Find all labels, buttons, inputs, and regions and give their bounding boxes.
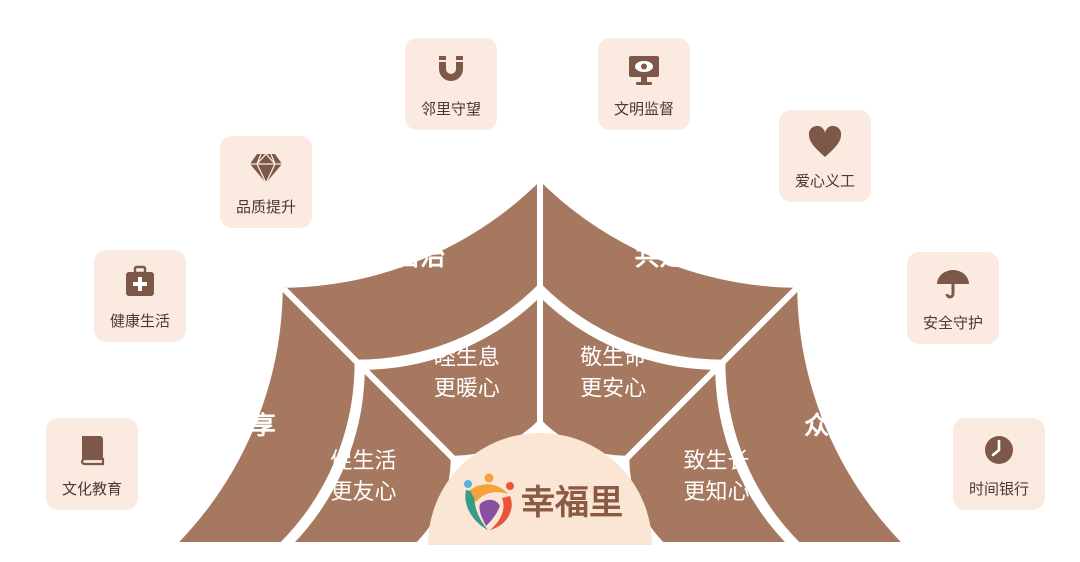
tile-label: 文化教育 <box>61 480 122 498</box>
tile-label: 爱心义工 <box>794 172 855 190</box>
inner-segment-line1: 敬生命 <box>580 346 646 371</box>
outer-segment-crowdfund <box>719 281 911 548</box>
logo-icon <box>464 473 514 530</box>
outer-segment-label: 共建 <box>635 242 685 271</box>
tile-safety-guard: 安全守护 <box>907 252 999 344</box>
inner-segment-line1: 促生活 <box>330 449 396 474</box>
tile-culture-education: 文化教育 <box>46 418 138 510</box>
tile-label: 邻里守望 <box>420 100 481 118</box>
inner-segment-line2: 更友心 <box>330 480 396 505</box>
outer-segment-label: 自治 <box>395 242 445 271</box>
tile-neighbor-watch: 邻里守望 <box>405 38 497 130</box>
inner-segment-line1: 睦生息 <box>434 346 500 371</box>
outer-segment-label: 众筹 <box>804 411 854 440</box>
magnet-icon <box>439 56 463 81</box>
tile-label: 安全守护 <box>922 314 983 332</box>
tile-healthy-living: 健康生活 <box>94 250 186 342</box>
umbrella-icon <box>937 270 969 299</box>
tile-quality-upgrade: 品质提升 <box>220 136 312 228</box>
clock-icon <box>985 436 1013 464</box>
tile-label: 文明监督 <box>613 100 674 118</box>
inner-segment-line2: 更暖心 <box>434 377 500 402</box>
tile-label: 时间银行 <box>968 480 1029 498</box>
medical-kit-icon <box>126 265 154 296</box>
monitor-eye-icon <box>629 56 659 85</box>
heart-icon <box>808 125 842 157</box>
tile-label: 品质提升 <box>235 198 296 216</box>
outer-segment-label: 分享 <box>226 411 276 440</box>
inner-segment-line2: 更安心 <box>580 377 646 402</box>
tile-civility-supervision: 文明监督 <box>598 38 690 130</box>
tile-time-bank: 时间银行 <box>953 418 1045 510</box>
inner-segment-line1: 致生长 <box>683 449 749 474</box>
tile-label: 健康生活 <box>109 312 170 330</box>
inner-segment-line2: 更知心 <box>683 480 749 505</box>
logo-text: 幸福里 <box>521 483 623 523</box>
diamond-icon <box>250 153 282 185</box>
book-icon <box>80 436 105 466</box>
tile-volunteer: 爱心义工 <box>779 110 871 202</box>
